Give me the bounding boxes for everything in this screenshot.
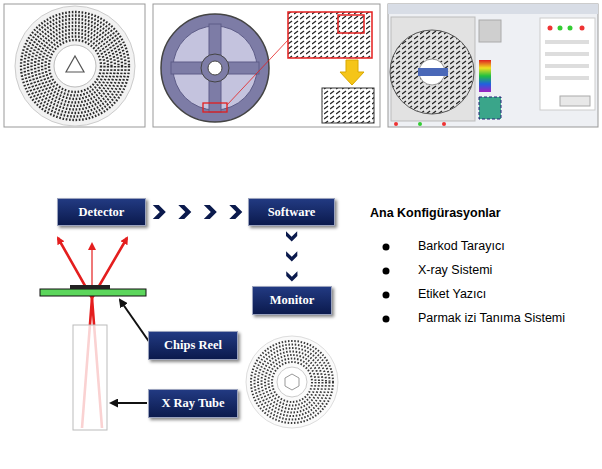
- pattern-preview: [479, 97, 501, 119]
- settings-row: [545, 64, 589, 68]
- chevron-arrow: [286, 271, 297, 281]
- window-titlebar: [388, 4, 598, 14]
- status-dot: [568, 26, 573, 31]
- list-bullets: [383, 244, 390, 323]
- reel-hub: [277, 367, 307, 397]
- process-box: Chips Reel: [148, 331, 238, 360]
- reel-disc: [15, 6, 135, 126]
- reel-image: [390, 30, 474, 114]
- box-label: Software: [265, 205, 319, 220]
- status-dot: [548, 26, 553, 31]
- process-box: Detector: [57, 198, 146, 226]
- monitor-image: [246, 336, 338, 428]
- list-item: X-ray Sistemi: [418, 263, 492, 277]
- zoom-arrow: [340, 60, 364, 85]
- leader-arrow: [111, 402, 147, 404]
- reel-hub: [54, 45, 96, 87]
- zoom-leader: [227, 40, 288, 105]
- software-screenshot: [388, 4, 598, 127]
- chevron-arrow: [286, 231, 297, 241]
- xray-tube-body: [73, 325, 107, 430]
- chevron-arrow: [229, 205, 242, 219]
- status-dot: [442, 122, 446, 126]
- reel-strip: [40, 289, 146, 296]
- chevron-connector: [153, 205, 243, 219]
- box-label: X Ray Tube: [158, 396, 227, 411]
- settings-row: [545, 40, 589, 44]
- box-label: Monitor: [267, 293, 317, 308]
- photo-frame: [388, 4, 598, 127]
- reel-spoke: [171, 62, 259, 74]
- status-dot: [558, 26, 563, 31]
- reel-label: [418, 68, 448, 76]
- status-dot: [580, 26, 585, 31]
- photo-frame: [4, 4, 145, 127]
- color-scale: [479, 60, 491, 92]
- xray-reel-photo: [4, 4, 145, 127]
- settings-row: [545, 76, 589, 80]
- status-dot: [394, 122, 398, 126]
- list-item: Etiket Yazıcı: [418, 287, 486, 301]
- zoom-box: [288, 12, 372, 58]
- reel-hub: [201, 54, 229, 82]
- process-box: Monitor: [252, 286, 332, 315]
- box-label: Detector: [76, 205, 128, 220]
- process-box: Software: [248, 198, 335, 226]
- leader-arrow: [120, 300, 150, 343]
- preview-box: [479, 20, 501, 42]
- reel-flange: [161, 14, 269, 122]
- chevron-arrow: [178, 205, 191, 219]
- reel-disc: [246, 336, 338, 428]
- chip: [70, 285, 110, 289]
- settings-panel: [540, 18, 595, 110]
- hub-triangle: [66, 56, 84, 72]
- list-item: Barkod Tarayıcı: [418, 239, 505, 253]
- chevron-connector: [286, 231, 298, 281]
- reel-spoke: [209, 24, 221, 112]
- hub-hexagon: [285, 374, 299, 390]
- reel-drawing: [153, 4, 380, 127]
- list-item: Parmak izi Tanıma Sistemi: [418, 311, 565, 325]
- chevron-arrow: [204, 205, 217, 219]
- zoom-inset: [322, 88, 374, 123]
- zoom-marker: [338, 15, 364, 33]
- button: [560, 96, 590, 106]
- box-label: Chips Reel: [161, 338, 225, 353]
- zoom-marker: [203, 103, 227, 112]
- photo-frame: [153, 4, 380, 127]
- chip-rings: [251, 341, 333, 423]
- chip-rings: [21, 12, 129, 120]
- chevron-arrow: [153, 205, 166, 219]
- image-panel: [391, 17, 475, 121]
- list-heading: Ana Konfigürasyonlar: [370, 206, 501, 220]
- process-box: X Ray Tube: [148, 389, 238, 418]
- settings-row: [545, 52, 589, 56]
- chevron-arrow: [286, 251, 297, 261]
- hub-hole: [208, 61, 222, 75]
- status-dot: [418, 122, 422, 126]
